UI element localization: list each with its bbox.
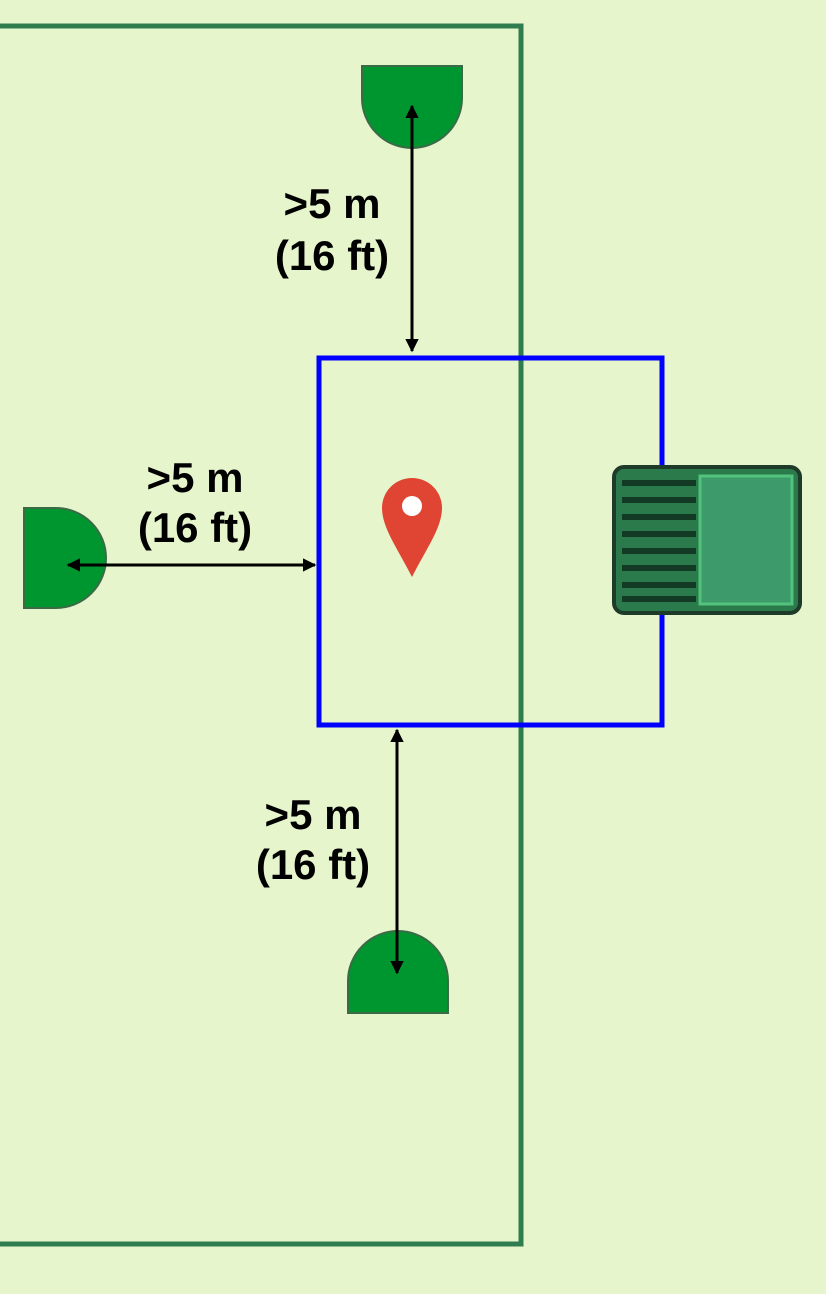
svg-text:>5 m: >5 m xyxy=(265,791,362,838)
charging-station-icon xyxy=(612,465,802,615)
svg-text:(16 ft): (16 ft) xyxy=(275,232,389,279)
dimension-label-bottom: >5 m (16 ft) xyxy=(256,791,370,888)
svg-text:>5 m: >5 m xyxy=(284,180,381,227)
boundary-wire xyxy=(0,23,524,1247)
dimension-label-left: >5 m (16 ft) xyxy=(138,454,252,551)
dimension-label-top: >5 m (16 ft) xyxy=(275,180,389,279)
map-pin-icon xyxy=(382,478,442,577)
svg-text:(16 ft): (16 ft) xyxy=(138,504,252,551)
svg-text:(16 ft): (16 ft) xyxy=(256,841,370,888)
svg-text:>5 m: >5 m xyxy=(147,454,244,501)
